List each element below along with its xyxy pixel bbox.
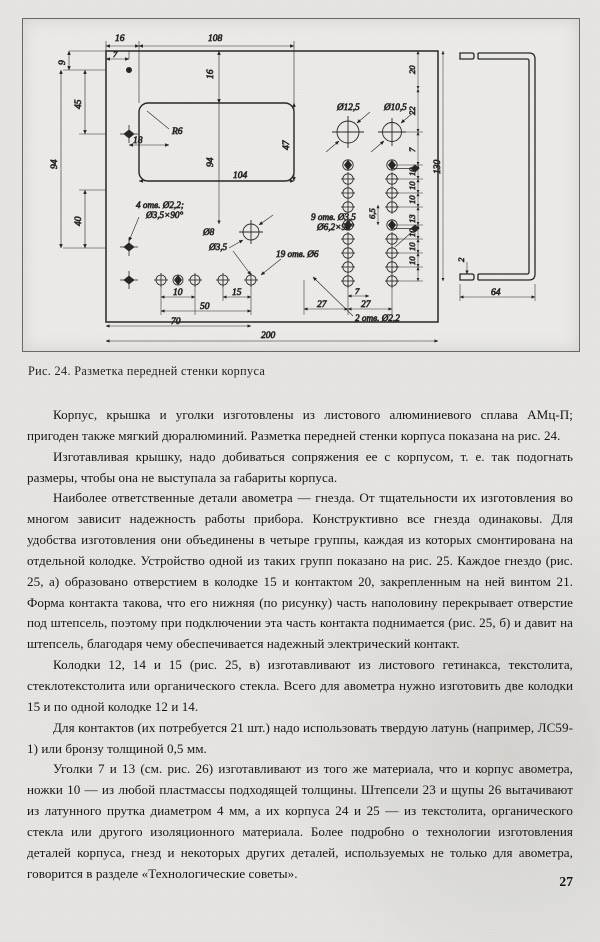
dim-right-65: 6,5 [367,208,377,219]
socket-hole [341,246,355,260]
figure-caption: Рис. 24. Разметка передней стенки корпус… [28,364,266,378]
dim-right-20: 20 [407,65,417,74]
dim-right-10e: 10 [407,242,417,251]
note-9-holes-line2: Ø6,2×90° [316,222,355,232]
note-4-holes-line2: Ø3,5×90° [145,210,184,220]
dim-bottom-right-7: 7 [355,286,360,296]
socket-hole [341,200,355,214]
socket-hole [342,159,354,171]
hole-d8 [228,214,274,249]
dim-right-overall-130: 130 [433,160,443,175]
socket-hole [341,260,355,274]
dim-cutout [138,50,296,183]
dim-left-45: 45 [74,99,84,109]
dim-top-16: 16 [115,34,125,44]
note-dia-125-label: Ø12,5 [336,102,360,112]
leader-dia-35 [232,250,252,276]
leader-19-holes [260,258,282,276]
paragraph: Изготавливая крышку, надо добиваться соп… [27,448,573,485]
leader-4-holes [128,216,140,242]
dim-left-offset-18: 18 [133,136,143,146]
dim-profile [459,262,536,301]
dim-left-94-overall: 94 [50,159,60,169]
dim-right-10d: 10 [407,228,417,237]
dim-top-7: 7 [113,49,118,59]
socket-hole-column-left [341,159,355,288]
dim-bottom-right-27b: 27 [361,300,372,310]
dim-cutout-height-47: 47 [282,139,292,150]
socket-hole [341,172,355,186]
dim-top-chain [105,41,295,103]
dim-cutout-width-104: 104 [233,171,248,181]
dim-profile-depth-64: 64 [491,288,501,298]
panel-window-cutout [138,102,295,182]
dim-cutout-top-16: 16 [206,69,216,79]
dim-bottom-right [303,280,393,315]
bottom-hole-row [154,273,258,287]
dim-bottom-50: 50 [200,302,210,312]
hole-d125 [332,116,364,148]
paragraph: Корпус, крышка и уголки изготовлены из л… [27,407,573,443]
note-19-holes-label: 19 отв. Ø6 [276,249,319,259]
dim-right-10a: 10 [407,167,417,176]
hole-cs-4 [120,271,138,289]
dim-bottom-200: 200 [261,331,276,341]
panel-outline [105,50,439,323]
dim-left-40: 40 [74,216,84,226]
dim-top-108: 108 [208,34,223,44]
paragraph: Колодки 12, 14 и 15 (рис. 25, в) изготав… [27,657,573,714]
dim-profile-thickness-2: 2 [456,257,466,262]
side-profile-view [459,52,536,281]
note-2-holes-label: 2 отв. Ø2,2 [355,313,400,323]
figure-24-drawing: 16 108 7 [22,18,580,352]
socket-hole [341,186,355,200]
page-number: 27 [559,874,573,889]
note-dia-35-label: Ø3,5 [208,242,228,252]
hole-cs-1 [126,67,133,74]
paragraph: Уголки 7 и 13 (см. рис. 26) изготавливаю… [27,761,573,881]
socket-hole [342,219,354,231]
dim-cutout-marker-94: 94 [206,157,216,167]
dim-bottom-right-27a: 27 [317,300,328,310]
note-dia-8-label: Ø8 [202,227,215,237]
hole-cs-2 [120,125,138,143]
socket-hole [341,232,355,246]
dim-right-10b: 10 [407,181,417,190]
dim-right-chain [376,50,445,282]
dim-bottom-15: 15 [232,288,242,298]
dim-left-chain [59,50,106,249]
dim-right-7: 7 [407,147,417,152]
dim-bottom-70: 70 [171,317,181,327]
dim-right-13: 13 [407,214,417,223]
dim-left-9: 9 [58,60,68,65]
dim-right-10f: 10 [407,256,417,265]
dim-bottom-10: 10 [173,288,183,298]
dim-bottom-chain [105,280,439,343]
dim-right-22: 22 [407,106,417,115]
paragraph: Для контактов (их потребуется 21 шт.) на… [27,719,573,756]
dim-right-10c: 10 [407,195,417,204]
note-9-holes-line1: 9 отв. Ø3,5 [311,212,356,222]
dim-cutout-radius-r6: R6 [171,127,183,137]
note-dia-105-label: Ø10,5 [383,102,407,112]
note-4-holes-line1: 4 отв. Ø2,2; [136,200,184,210]
paragraph: Наиболее ответственные детали авометра —… [27,490,573,652]
leader-2-holes [312,276,354,317]
left-small-holes [120,67,138,289]
drawing-canvas: 16 108 7 [50,34,536,343]
body-text-block: Корпус, крышка и уголки изготовлены из л… [27,405,573,884]
